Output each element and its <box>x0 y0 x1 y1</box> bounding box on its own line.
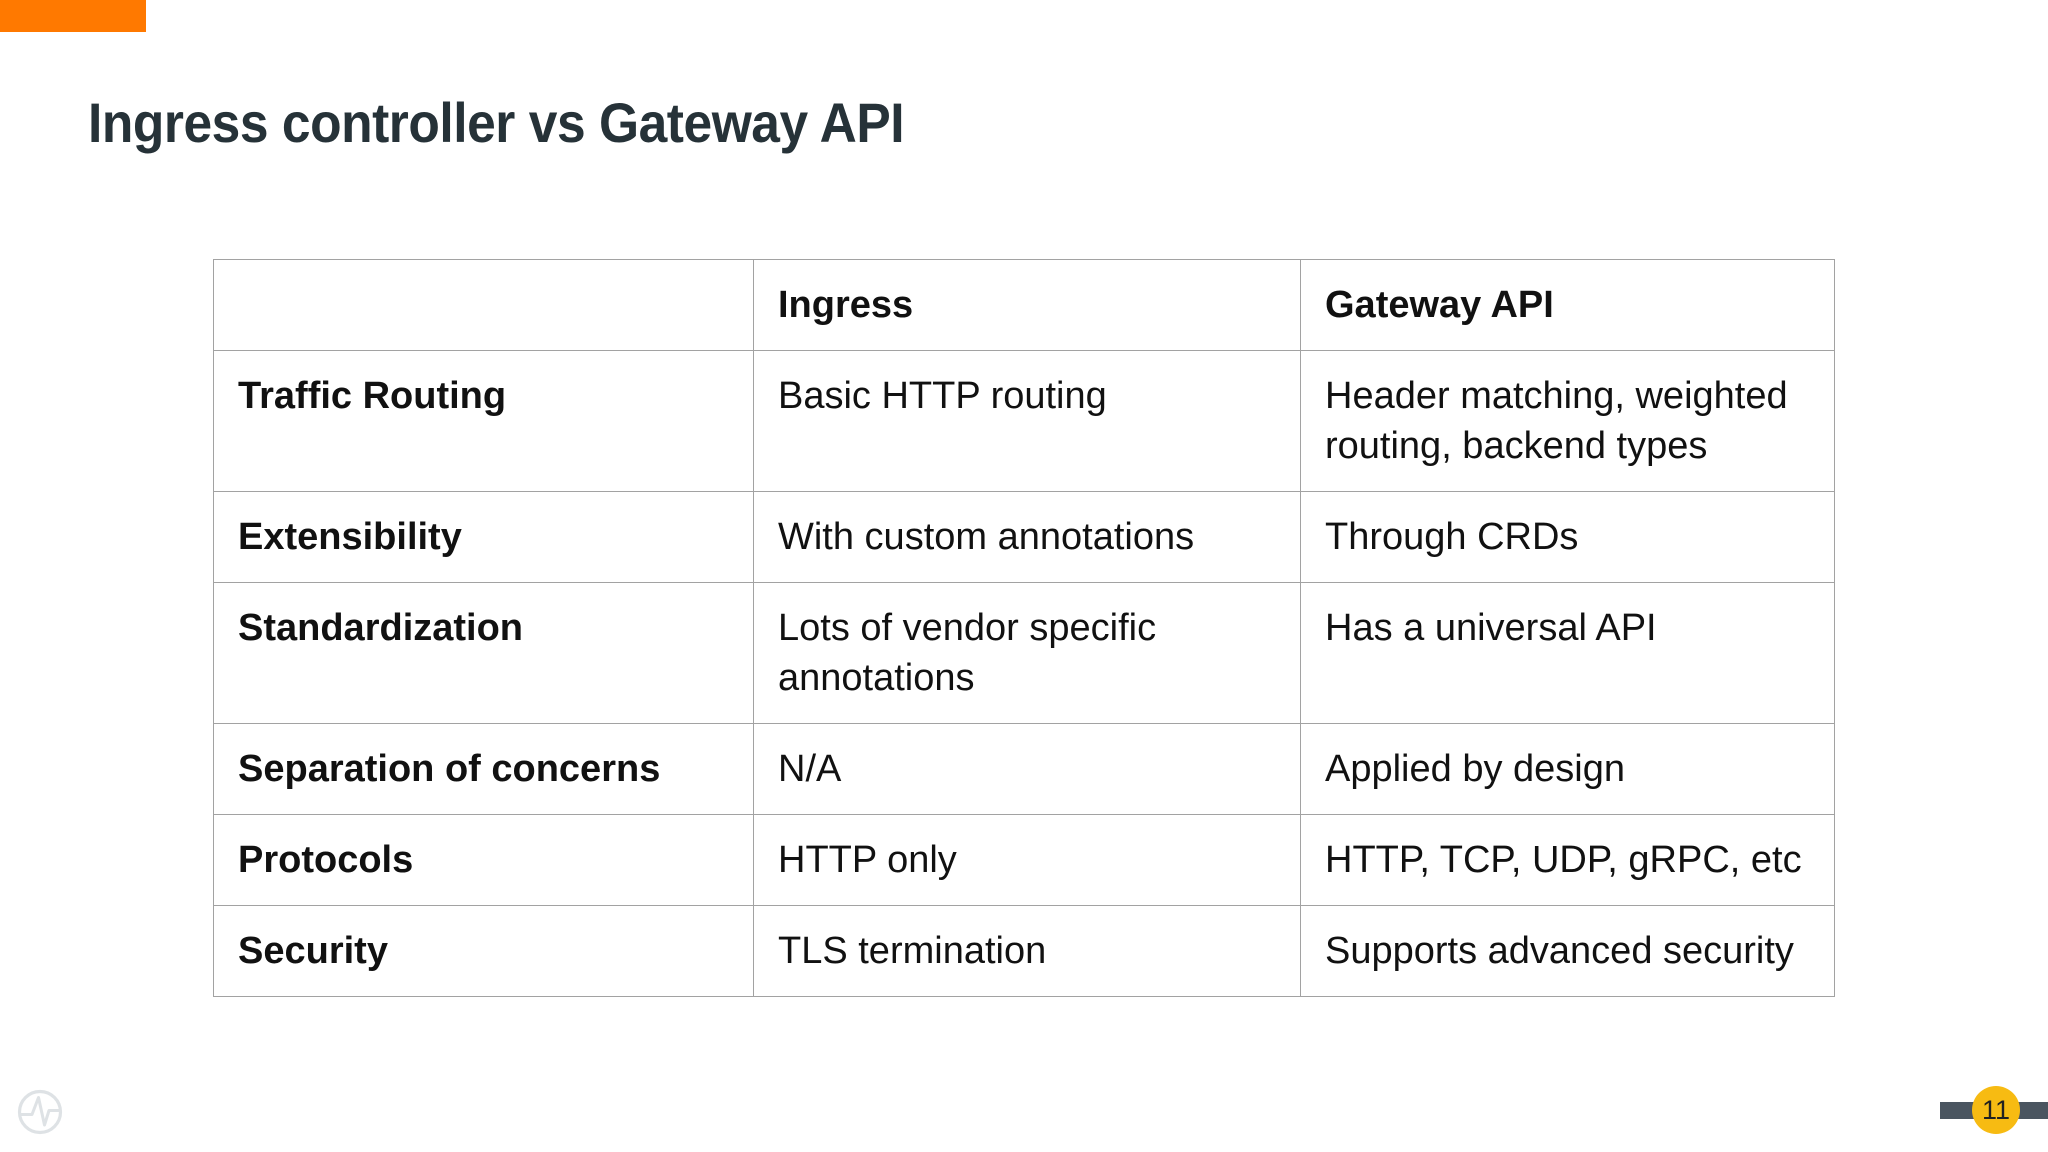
cell-gateway-api: Header matching, weighted routing, backe… <box>1300 350 1835 492</box>
table-row: Extensibility With custom annotations Th… <box>213 491 1835 583</box>
cell-ingress: TLS termination <box>753 905 1301 997</box>
row-label: Traffic Routing <box>213 350 754 492</box>
slide-title: Ingress controller vs Gateway API <box>88 91 905 154</box>
cell-gateway-api: HTTP, TCP, UDP, gRPC, etc <box>1300 814 1835 906</box>
table-header-row: Ingress Gateway API <box>213 259 1835 351</box>
cell-ingress: Lots of vendor specific annotations <box>753 582 1301 724</box>
cell-ingress: HTTP only <box>753 814 1301 906</box>
cell-gateway-api: Has a universal API <box>1300 582 1835 724</box>
comparison-table: Ingress Gateway API Traffic Routing Basi… <box>213 259 1835 997</box>
row-label: Separation of concerns <box>213 723 754 815</box>
row-label: Protocols <box>213 814 754 906</box>
row-label: Standardization <box>213 582 754 724</box>
row-label: Security <box>213 905 754 997</box>
table-row: Protocols HTTP only HTTP, TCP, UDP, gRPC… <box>213 814 1835 906</box>
table-row: Security TLS termination Supports advanc… <box>213 905 1835 997</box>
corner-cell <box>213 259 754 351</box>
cell-gateway-api: Through CRDs <box>1300 491 1835 583</box>
table-row: Traffic Routing Basic HTTP routing Heade… <box>213 350 1835 492</box>
column-header-ingress: Ingress <box>753 259 1301 351</box>
cell-ingress: Basic HTTP routing <box>753 350 1301 492</box>
cell-ingress: N/A <box>753 723 1301 815</box>
pulse-logo-icon <box>17 1089 63 1135</box>
column-header-gateway-api: Gateway API <box>1300 259 1835 351</box>
cell-ingress: With custom annotations <box>753 491 1301 583</box>
cell-gateway-api: Supports advanced security <box>1300 905 1835 997</box>
table-row: Standardization Lots of vendor specific … <box>213 582 1835 724</box>
row-label: Extensibility <box>213 491 754 583</box>
page-number-badge: 11 <box>1972 1086 2020 1134</box>
cell-gateway-api: Applied by design <box>1300 723 1835 815</box>
table-row: Separation of concerns N/A Applied by de… <box>213 723 1835 815</box>
accent-bar <box>0 0 146 32</box>
